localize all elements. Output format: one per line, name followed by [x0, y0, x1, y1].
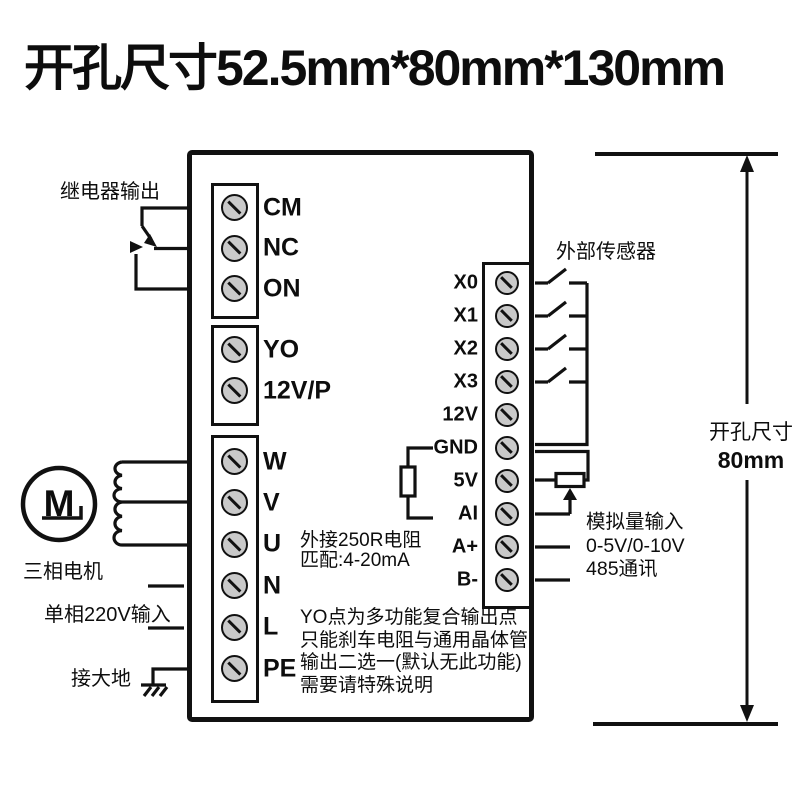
- screw-terminal-GND: [494, 435, 519, 460]
- potentiometer-symbol: [535, 449, 590, 516]
- dimension-arrow-up: [740, 155, 754, 172]
- screw-terminal-X3: [494, 369, 519, 394]
- resistor-note-line1: 外接250R电阻: [300, 530, 422, 551]
- relay-output-label: 继电器输出: [60, 181, 160, 203]
- terminal-label-B-: B-: [456, 568, 478, 590]
- terminal-label-CM: CM: [263, 193, 302, 221]
- earth-ground-label: 接大地: [71, 668, 131, 690]
- yo-note-line1: YO点为多功能复合输出点: [300, 607, 518, 628]
- yo-note: YO点为多功能复合输出点 只能刹车电阻与通用晶体管 输出二选一(默认无此功能) …: [300, 607, 528, 697]
- screw-terminal-12V/P: [221, 377, 248, 404]
- coil-winding: [112, 460, 123, 547]
- terminal-label-V: V: [263, 488, 280, 517]
- screw-terminal-V: [221, 489, 248, 517]
- relay-arrow-blade: [144, 234, 157, 247]
- terminal-label-YO: YO: [263, 335, 300, 363]
- terminal-label-N: N: [263, 571, 282, 600]
- screw-terminal-A+: [494, 534, 519, 559]
- motor-symbol: [20, 465, 98, 543]
- terminal-label-U: U: [263, 529, 282, 558]
- screw-terminal-W: [221, 448, 248, 475]
- terminal-label-12V: 12V: [442, 403, 478, 425]
- screw-terminal-PE: [221, 655, 248, 682]
- screw-terminal-X0: [494, 270, 519, 295]
- screw-terminal-NC: [221, 234, 248, 262]
- screw-terminal-B-: [494, 567, 519, 592]
- terminal-label-X3: X3: [453, 370, 478, 392]
- single-phase-input-label: 单相220V输入: [44, 604, 171, 626]
- sensor-switches: [535, 267, 589, 447]
- terminal-label-A+: A+: [451, 535, 478, 557]
- three-phase-motor-label: 三相电机: [23, 561, 103, 583]
- analog-note-line1: 模拟量输入: [586, 511, 684, 533]
- relay-terminal-strip: CM NC ON: [211, 183, 302, 319]
- terminal-label-W: W: [263, 447, 287, 475]
- screw-terminal-L: [221, 613, 248, 641]
- terminal-label-X0: X0: [453, 271, 478, 293]
- yo-note-line2: 只能刹车电阻与通用晶体管: [300, 629, 529, 651]
- resistor-symbol: [399, 446, 433, 520]
- terminal-label-GND: GND: [433, 436, 478, 458]
- page-title: 开孔尺寸52.5mm*80mm*130mm: [24, 40, 726, 96]
- dimension-lines: [593, 152, 778, 726]
- relay-arrow-common: [130, 241, 143, 253]
- screw-terminal-U: [221, 530, 248, 558]
- screw-terminal-CM: [221, 194, 248, 221]
- resistor-note: 外接250R电阻 匹配:4-20mA: [300, 531, 421, 570]
- mains-input-wires: [148, 584, 184, 630]
- yo-note-line3: 输出二选一(默认无此功能): [300, 652, 522, 673]
- analog-note-line3: 485通讯: [586, 558, 658, 580]
- terminal-label-PE: PE: [263, 654, 297, 682]
- analog-note-line2: 0-5V/0-10V: [586, 534, 685, 557]
- motor-letter: M: [43, 483, 75, 524]
- terminal-label-12V/P: 12V/P: [263, 376, 332, 404]
- screw-terminal-YO: [221, 336, 248, 363]
- dimension-arrow-down: [740, 705, 754, 722]
- screw-terminal-AI: [494, 501, 519, 526]
- terminal-label-X2: X2: [453, 337, 478, 359]
- dimension-label: 开孔尺寸: [709, 421, 793, 444]
- screw-terminal-X2: [494, 336, 519, 361]
- motor-wires: [122, 460, 191, 547]
- dimension-annotation: 开孔尺寸 80mm: [706, 416, 796, 474]
- terminal-label-ON: ON: [263, 274, 301, 302]
- comm-wires: [535, 545, 570, 582]
- screw-terminal-5V: [494, 468, 519, 493]
- resistor-note-line2: 匹配:4-20mA: [300, 549, 410, 571]
- relay-contact-symbol: [134, 206, 191, 291]
- terminal-label-AI: AI: [458, 502, 478, 524]
- terminal-label-NC: NC: [263, 233, 300, 262]
- terminal-label-X1: X1: [453, 304, 478, 326]
- yo-note-line4: 需要请特殊说明: [300, 674, 434, 696]
- screw-terminal-X1: [494, 303, 519, 328]
- external-sensor-label: 外部传感器: [556, 241, 656, 263]
- analog-input-note: 模拟量输入 0-5V/0-10V 485通讯: [586, 511, 685, 582]
- aux-terminal-strip: YO 12V/P: [211, 325, 331, 426]
- terminal-label-L: L: [263, 612, 279, 641]
- wiper-arrow: [563, 488, 577, 500]
- screw-terminal-12V: [494, 402, 519, 427]
- dimension-value: 80mm: [717, 447, 785, 473]
- ground-symbol: [141, 667, 191, 697]
- terminal-label-5V: 5V: [453, 469, 478, 491]
- screw-terminal-N: [221, 572, 248, 600]
- screw-terminal-ON: [221, 275, 248, 302]
